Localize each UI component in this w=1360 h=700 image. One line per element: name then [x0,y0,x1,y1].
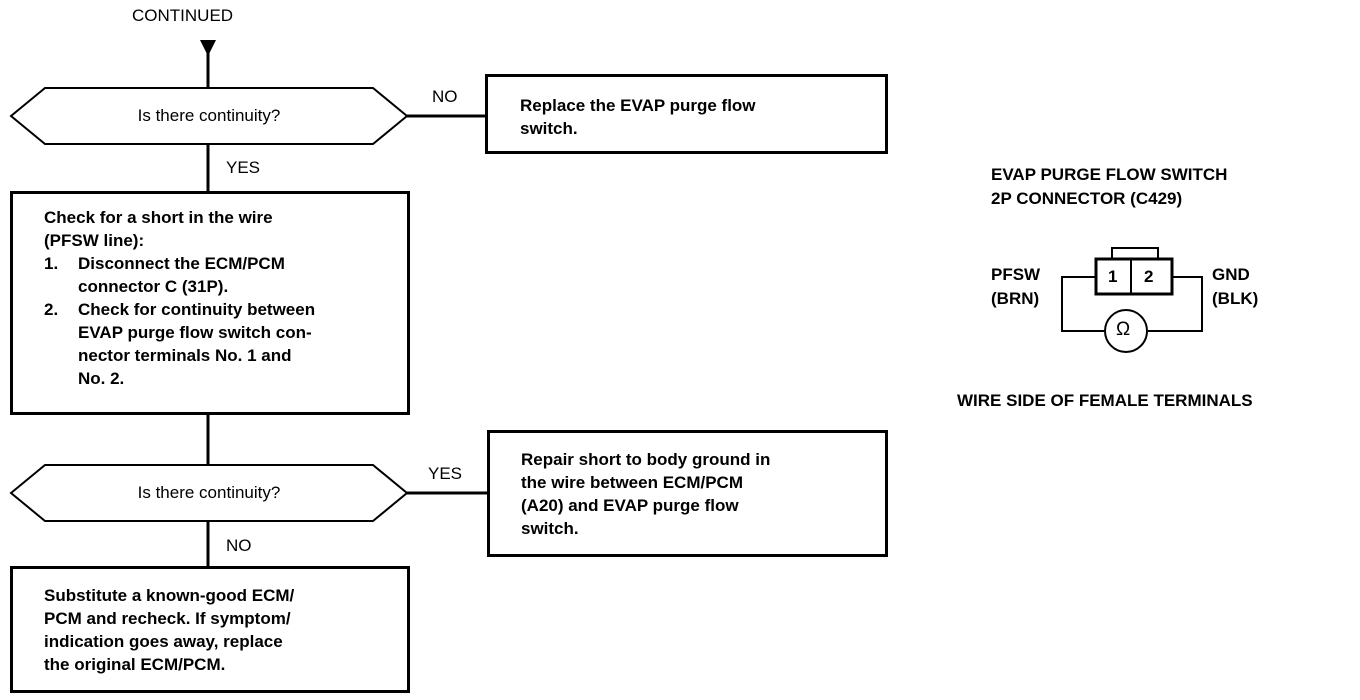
connector-caption: WIRE SIDE OF FEMALE TERMINALS [957,391,1253,410]
replace-switch-line: Replace the EVAP purge flow [520,96,756,115]
step-line: No. 2. [78,369,125,388]
replace-switch-box [485,74,888,154]
repair-short-line: (A20) and EVAP purge flow [521,496,739,515]
substitute-ecm-text: Substitute a known-good ECM/ PCM and rec… [44,584,294,676]
repair-short-line: switch. [521,519,579,538]
substitute-ecm-line: Substitute a known-good ECM/ [44,586,295,605]
check-short-heading-line: Check for a short in the wire [44,208,273,227]
step-number: 2. [44,300,59,319]
pfsw-label: PFSW (BRN) [991,263,1040,311]
ohmmeter-circle [1104,309,1148,353]
decision2-question: Is there continuity? [137,483,281,502]
repair-short-line: the wire between ECM/PCM [521,473,743,492]
decision1-yes-label: YES [226,158,261,177]
substitute-ecm-line: indication goes away, replace [44,632,283,651]
step-line: EVAP purge flow switch con- [78,323,312,342]
check-short-step: 2. Check for continuity between EVAP pur… [44,298,315,390]
decision2-yes-label: YES [428,464,463,483]
check-short-text: Check for a short in the wire (PFSW line… [44,206,315,390]
substitute-ecm-line: PCM and recheck. If symptom/ [44,609,291,628]
decision1-question: Is there continuity? [137,106,281,125]
gnd-label-line: GND [1212,265,1250,284]
step-line: connector C (31P). [78,277,229,296]
repair-short-text: Repair short to body ground in the wire … [521,448,770,540]
terminal-1-label: 1 [1108,267,1118,286]
substitute-ecm-line: the original ECM/PCM. [44,655,226,674]
step-line: Check for continuity between [78,300,316,319]
replace-switch-line: switch. [520,119,578,138]
decision2-no-label: NO [226,536,252,555]
step-number: 1. [44,254,59,273]
substitute-ecm-box [10,566,410,693]
check-short-step: 1. Disconnect the ECM/PCM connector C (3… [44,252,315,298]
connector-diagram [1061,247,1203,353]
probe-wire-right [1148,276,1203,332]
connector-title: EVAP PURGE FLOW SWITCH 2P CONNECTOR (C42… [991,163,1227,211]
gnd-label: GND (BLK) [1212,263,1258,311]
decision1-no-label: NO [432,87,458,106]
entry-arrowhead [200,40,216,56]
gnd-label-line: (BLK) [1212,289,1259,308]
repair-short-box [487,430,888,557]
step-line: Disconnect the ECM/PCM [78,254,285,273]
continued-label: CONTINUED [132,6,234,25]
repair-short-line: Repair short to body ground in [521,450,771,469]
step-line: nector terminals No. 1 and [78,346,292,365]
check-short-heading-line: (PFSW line): [44,231,145,250]
pfsw-label-line: PFSW [991,265,1041,284]
probe-wire-left [1061,276,1104,332]
connector-title-line: 2P CONNECTOR (C429) [991,189,1183,208]
pfsw-label-line: (BRN) [991,289,1040,308]
ohmmeter-symbol: Ω [1116,319,1131,340]
terminal-2-label: 2 [1144,267,1154,286]
replace-switch-text: Replace the EVAP purge flow switch. [520,94,756,140]
connector-title-line: EVAP PURGE FLOW SWITCH [991,165,1228,184]
check-short-box [10,191,410,415]
